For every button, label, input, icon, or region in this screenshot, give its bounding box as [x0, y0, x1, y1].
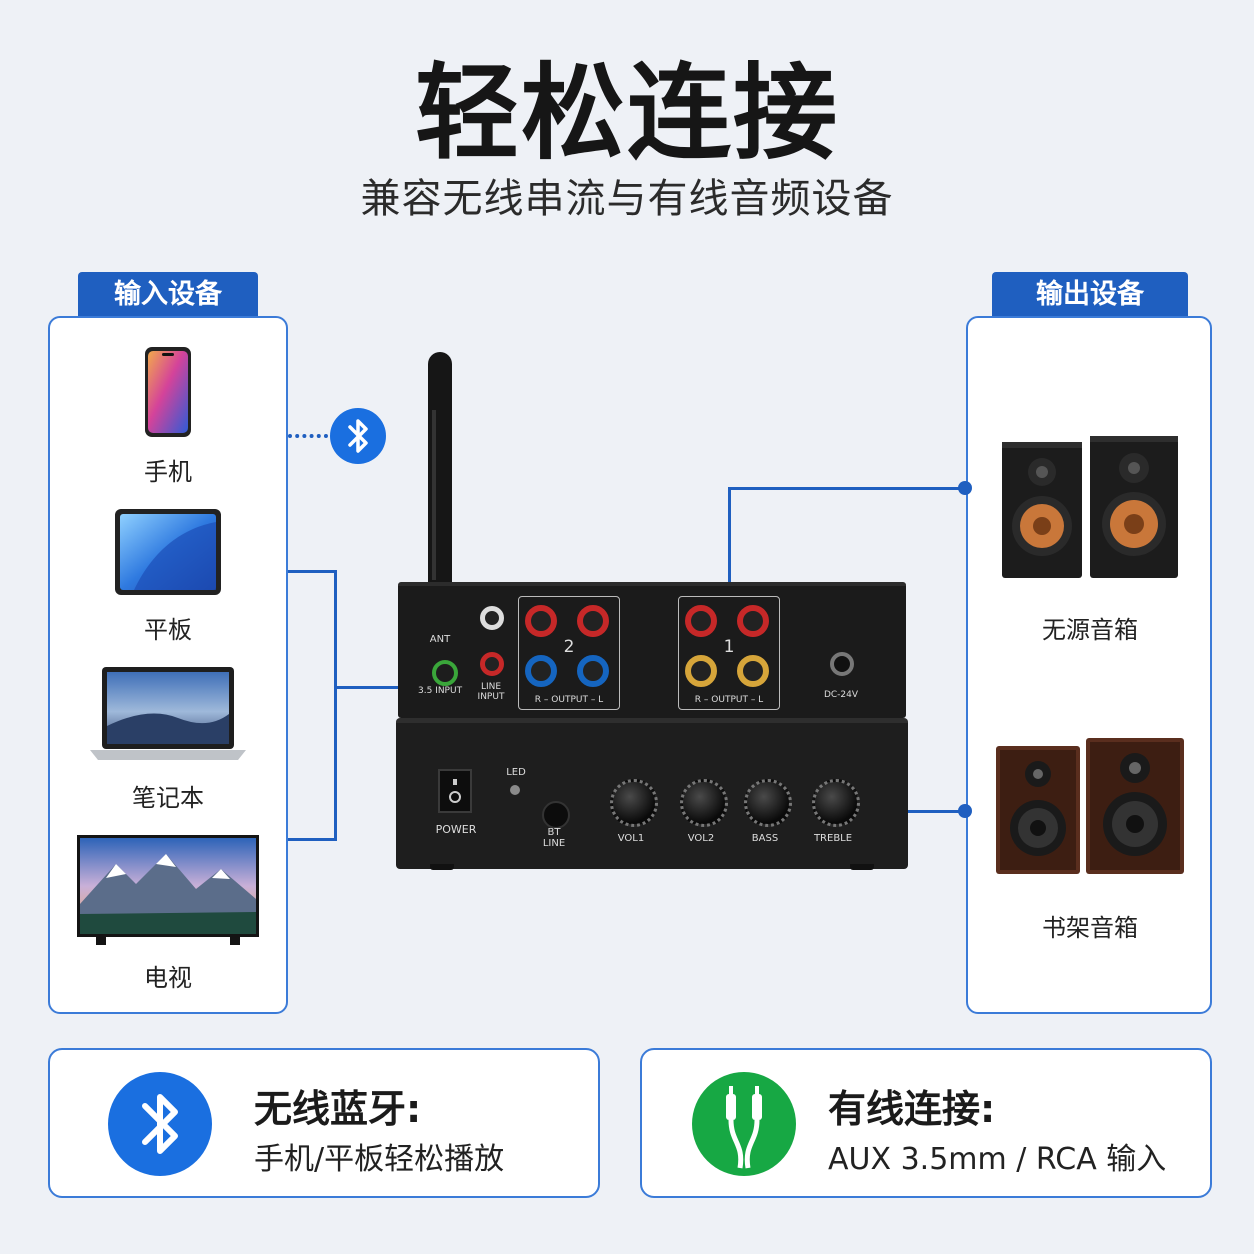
vol1-knob[interactable]	[610, 779, 658, 827]
amplifier-foot-right	[850, 864, 874, 870]
page-title: 轻松连接	[414, 52, 839, 174]
wireless-card-desc: 手机/平板轻松播放	[254, 1142, 505, 1177]
output-1-l-bottom[interactable]	[737, 655, 769, 687]
line-input-label-line2: INPUT	[477, 692, 505, 702]
vol1-label: VOL1	[617, 833, 645, 844]
tv-icon	[76, 834, 260, 952]
bookshelf-speakers-icon	[994, 736, 1188, 882]
power-label: POWER	[435, 823, 477, 836]
wire-output-1	[728, 487, 966, 490]
connection-dot-speakers-1	[958, 481, 972, 495]
wireless-card: 无线蓝牙: 手机/平板轻松播放	[48, 1048, 600, 1198]
bluetooth-icon	[330, 408, 386, 468]
wire-to-35-input	[334, 686, 412, 689]
device-label-tablet: 平板	[144, 616, 192, 644]
output-1-r-top[interactable]	[685, 605, 717, 637]
output-1-l-top[interactable]	[737, 605, 769, 637]
line-input-label: LINE INPUT	[474, 682, 508, 702]
amplifier-back-panel: ANT 3.5 INPUT LINE INPUT 2 R – OUTPUT – …	[398, 582, 906, 718]
bluetooth-dotted-link	[288, 434, 328, 438]
output-1-r-bottom[interactable]	[685, 655, 717, 687]
treble-label: TREBLE	[813, 833, 853, 844]
output-1-number: 1	[723, 637, 735, 657]
led-label: LED	[506, 767, 526, 778]
amplifier-front-panel: POWER LED BT LINE VOL1 VOL2 BASS TREBLE	[396, 718, 908, 869]
connection-dot-speakers-2	[958, 804, 972, 818]
power-switch[interactable]	[438, 769, 472, 813]
led-indicator	[510, 785, 520, 795]
output-devices-panel	[966, 316, 1212, 1014]
vol2-label: VOL2	[687, 833, 715, 844]
dc-power-jack[interactable]	[830, 652, 854, 676]
bt-line-label: BT LINE	[536, 827, 572, 849]
wired-card-title: 有线连接:	[828, 1087, 996, 1131]
bass-knob[interactable]	[744, 779, 792, 827]
page-subtitle: 兼容无线串流与有线音频设备	[360, 176, 894, 222]
output-2-number: 2	[563, 637, 575, 657]
wire-output-2	[906, 810, 966, 813]
laptop-icon	[88, 666, 248, 770]
output-1-block: 1 R – OUTPUT – L	[678, 596, 780, 710]
amplifier-foot-left	[430, 864, 454, 870]
device-label-passive-speakers: 无源音箱	[1042, 616, 1138, 644]
vol2-knob[interactable]	[680, 779, 728, 827]
output-2-l-bottom[interactable]	[577, 655, 609, 687]
wire-input-bus	[334, 570, 337, 841]
bluetooth-card-icon	[108, 1072, 212, 1180]
passive-speakers-icon	[998, 434, 1184, 586]
ant-label: ANT	[429, 634, 451, 645]
output-2-r-bottom[interactable]	[525, 655, 557, 687]
rca-cable-icon	[692, 1072, 796, 1180]
bass-label: BASS	[751, 833, 779, 844]
aux-35-jack[interactable]	[432, 660, 458, 686]
device-label-tv: 电视	[144, 964, 192, 992]
input-devices-tab: 输入设备	[78, 272, 258, 318]
dc-label: DC-24V	[823, 690, 859, 700]
output-devices-tab: 输出设备	[992, 272, 1188, 318]
output-2-l-top[interactable]	[577, 605, 609, 637]
device-label-phone: 手机	[144, 458, 192, 486]
bt-label: BT	[547, 827, 561, 838]
line-input-left-jack[interactable]	[480, 652, 504, 676]
line-label: LINE	[542, 838, 566, 849]
device-label-laptop: 笔记本	[132, 784, 204, 812]
wire-tv	[288, 838, 336, 841]
line-input-label-line1: LINE	[480, 682, 502, 692]
bt-line-button[interactable]	[542, 801, 570, 829]
power-switch-mark-off	[449, 791, 461, 803]
wired-card-desc: AUX 3.5mm / RCA 输入	[828, 1142, 1167, 1177]
treble-knob[interactable]	[812, 779, 860, 827]
output-2-label: R – OUTPUT – L	[534, 695, 604, 705]
wireless-card-title: 无线蓝牙:	[254, 1087, 422, 1131]
tablet-icon	[114, 508, 222, 600]
output-1-label: R – OUTPUT – L	[694, 695, 764, 705]
device-label-bookshelf-speakers: 书架音箱	[1042, 914, 1138, 942]
smartphone-icon	[144, 346, 192, 442]
power-switch-mark-on	[453, 779, 457, 785]
aux-35-label: 3.5 INPUT	[418, 686, 463, 696]
output-2-r-top[interactable]	[525, 605, 557, 637]
wired-card: 有线连接: AUX 3.5mm / RCA 输入	[640, 1048, 1212, 1198]
line-input-right-jack[interactable]	[480, 606, 504, 630]
output-2-block: 2 R – OUTPUT – L	[518, 596, 620, 710]
wire-output-1-drop	[728, 487, 731, 599]
wire-tablet	[288, 570, 336, 573]
